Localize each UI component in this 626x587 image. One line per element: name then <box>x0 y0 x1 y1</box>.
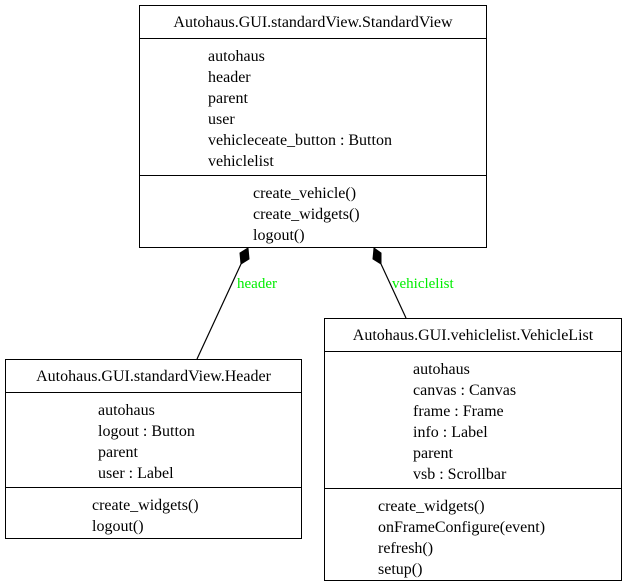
edge-label-header: header <box>237 276 277 292</box>
class-name: Autohaus.GUI.standardView.StandardView <box>140 6 486 39</box>
class-standardview: Autohaus.GUI.standardView.StandardView a… <box>139 5 487 248</box>
methods-section: create_widgets() onFrameConfigure(event)… <box>325 489 621 580</box>
class-vehiclelist: Autohaus.GUI.vehiclelist.VehicleList aut… <box>324 318 622 581</box>
class-name: Autohaus.GUI.standardView.Header <box>6 360 301 393</box>
attributes-section: autohaus logout : Button parent user : L… <box>6 393 301 488</box>
attribute: vsb : Scrollbar <box>413 466 507 483</box>
method: create_widgets() <box>253 206 360 223</box>
method: onFrameConfigure(event) <box>378 519 546 536</box>
attribute: logout : Button <box>98 423 195 440</box>
method: create_widgets() <box>378 498 485 515</box>
attribute: autohaus <box>413 361 470 378</box>
attributes-section: autohaus canvas : Canvas frame : Frame i… <box>325 352 621 489</box>
edge-header-diamond <box>239 247 250 265</box>
edge-label-vehiclelist: vehiclelist <box>392 276 454 292</box>
attribute: parent <box>413 445 453 462</box>
edge-vehiclelist-line <box>380 263 407 319</box>
method: logout() <box>253 227 305 244</box>
attribute: autohaus <box>98 402 155 419</box>
method: refresh() <box>378 540 434 557</box>
attribute: header <box>208 69 251 86</box>
attribute: user <box>208 111 235 128</box>
attribute: vehiclelist <box>208 153 274 170</box>
attribute: vehicleceate_button : Button <box>208 132 392 149</box>
attribute: parent <box>208 90 248 107</box>
methods-section: create_vehicle() create_widgets() logout… <box>140 176 486 246</box>
methods-section: create_widgets() logout() <box>6 488 301 537</box>
edge-vehiclelist-diamond <box>372 247 382 265</box>
attribute: autohaus <box>208 48 265 65</box>
attribute: frame : Frame <box>413 403 504 420</box>
class-header: Autohaus.GUI.standardView.Header autohau… <box>5 359 302 539</box>
method: logout() <box>92 518 144 535</box>
class-name: Autohaus.GUI.vehiclelist.VehicleList <box>325 319 621 352</box>
method: create_vehicle() <box>253 185 357 202</box>
attribute: canvas : Canvas <box>413 382 517 399</box>
method: setup() <box>378 561 423 578</box>
edge-header-line <box>196 263 242 360</box>
attribute: info : Label <box>413 424 488 441</box>
attribute: user : Label <box>98 465 174 482</box>
method: create_widgets() <box>92 497 199 514</box>
attributes-section: autohaus header parent user vehicleceate… <box>140 39 486 176</box>
attribute: parent <box>98 444 138 461</box>
